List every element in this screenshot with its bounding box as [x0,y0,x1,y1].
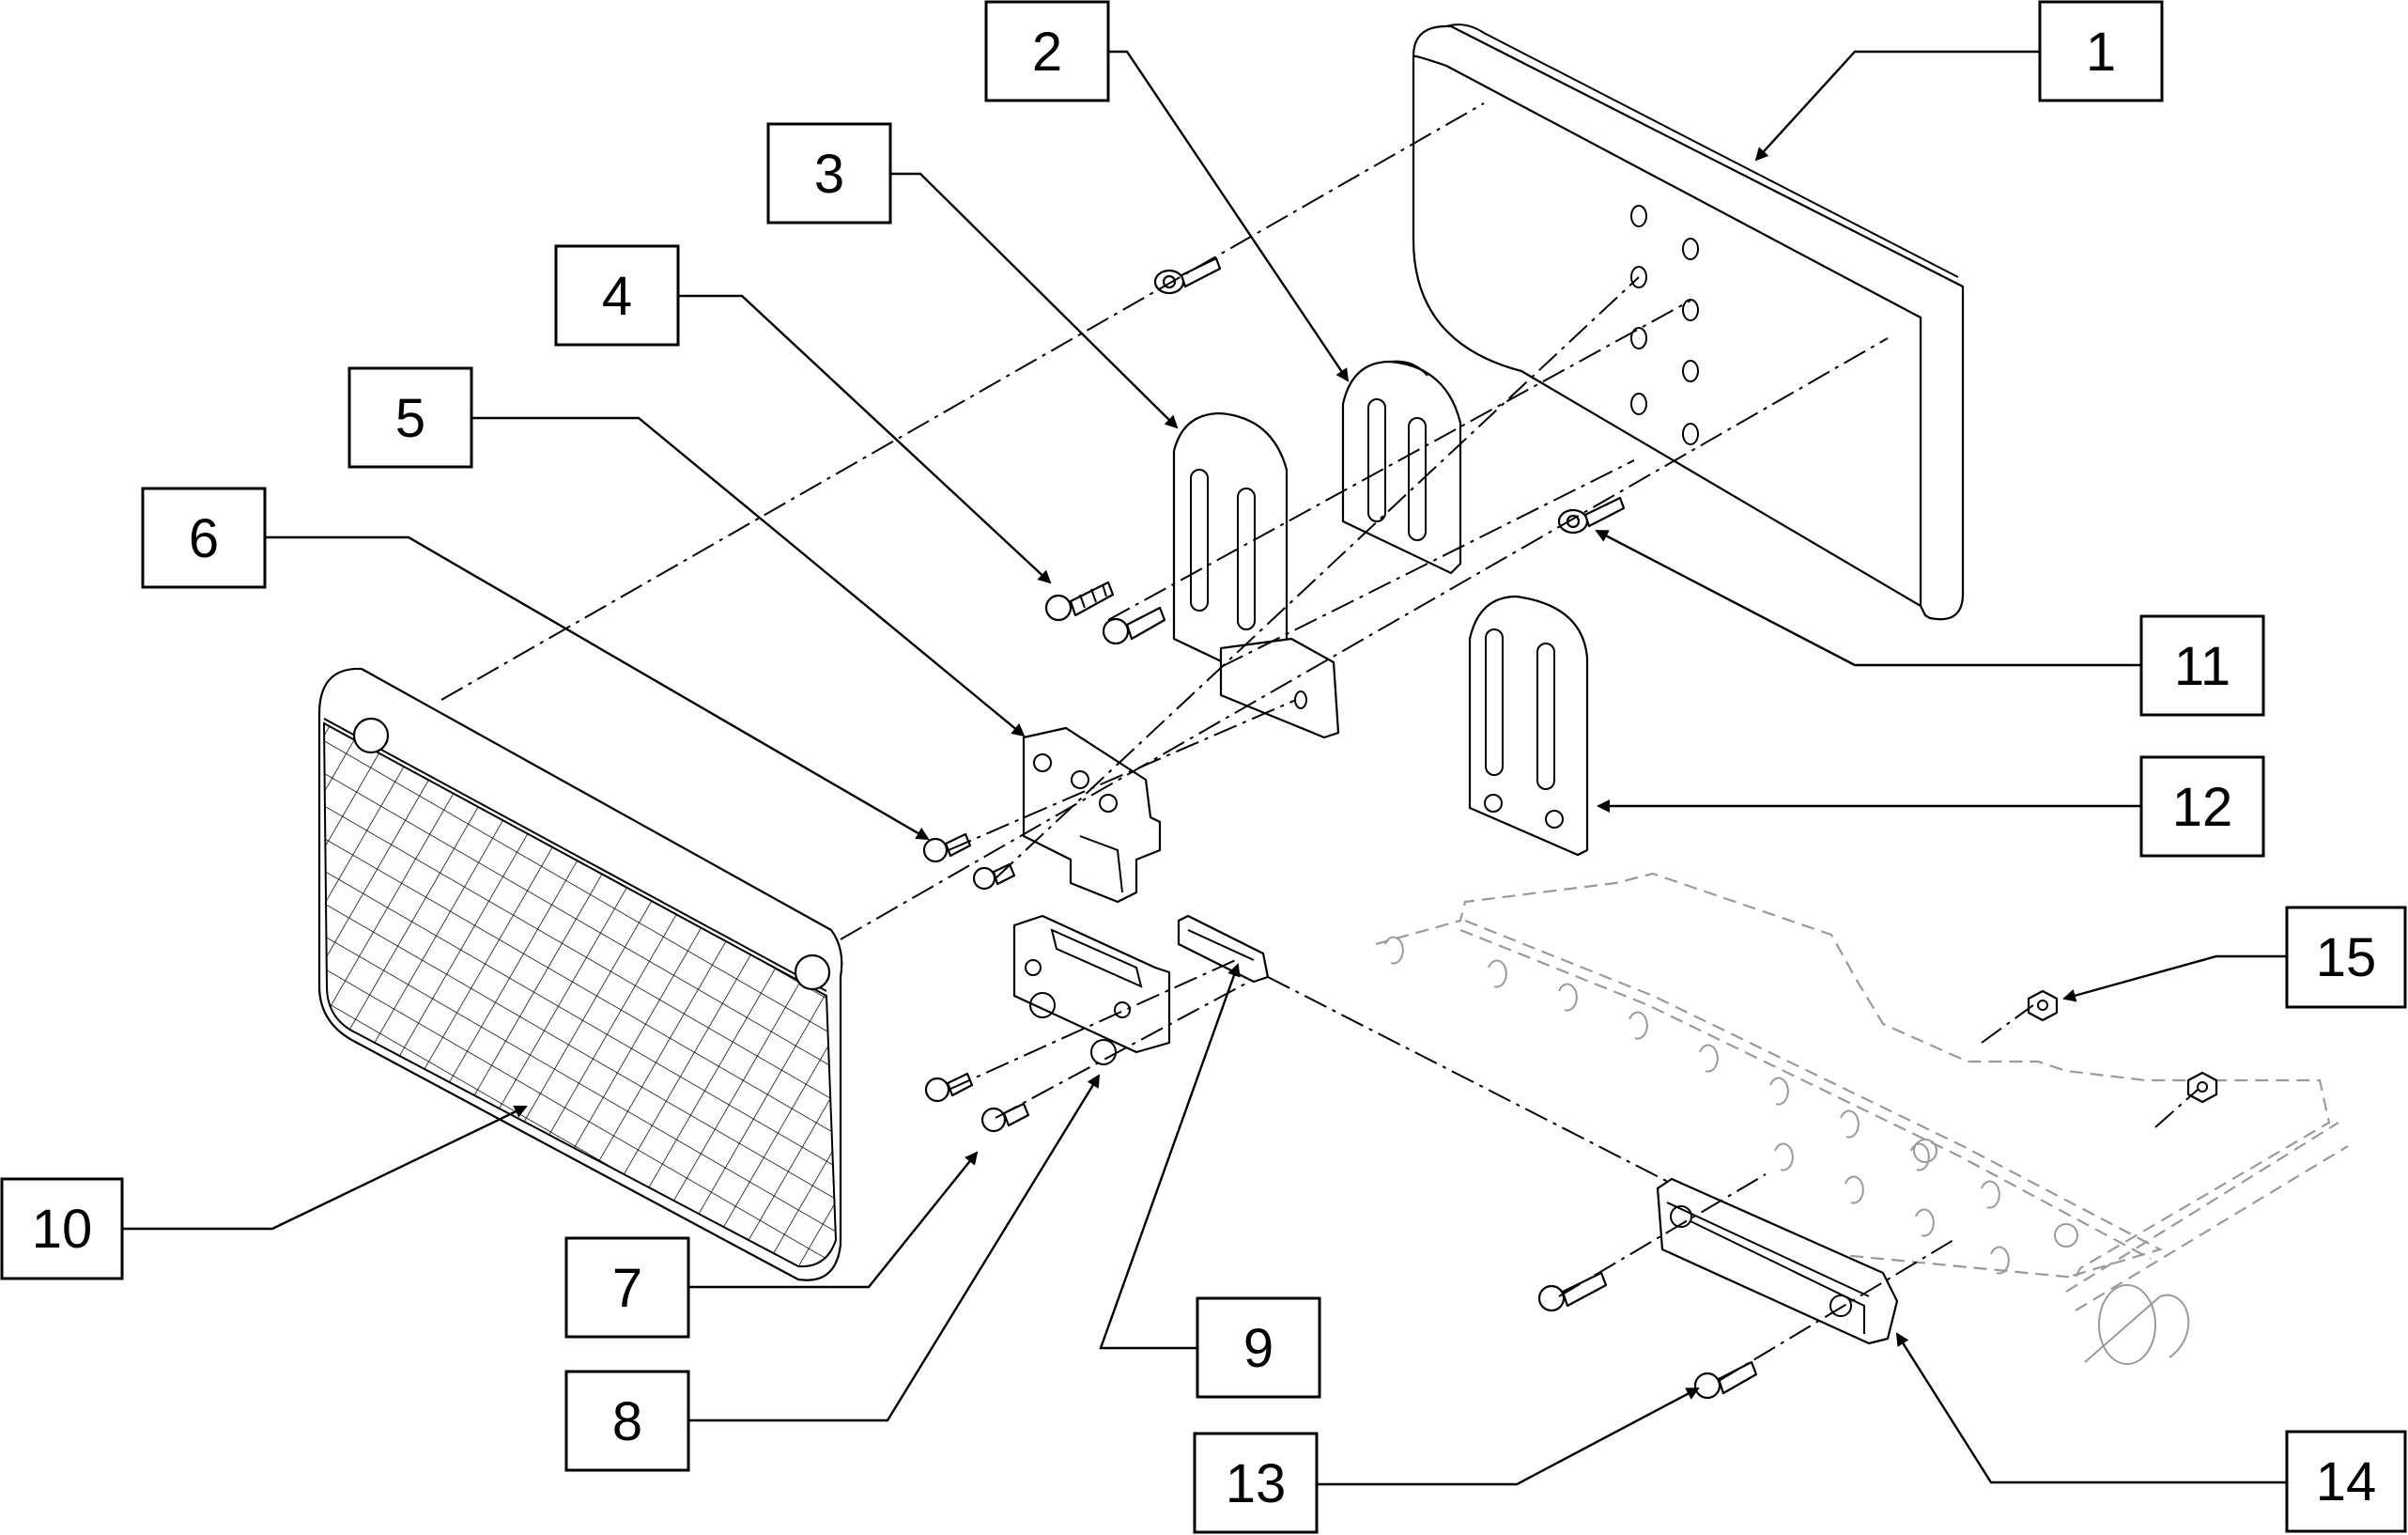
callout-11: 11 [2139,614,2265,717]
callout-7-label: 7 [612,1258,642,1319]
callout-15: 15 [2285,906,2407,1009]
callout-13: 13 [1193,1432,1319,1534]
screw-7b [980,1102,1030,1133]
rail-mount [1656,1177,1899,1345]
frame-outline [1375,872,2349,1365]
spacer-block [1177,914,1270,984]
callout-8: 8 [564,1370,690,1472]
nut-15b [2186,1071,2218,1104]
hinge-plate-side [1468,595,1589,857]
callout-4: 4 [554,244,680,347]
screw-4b [1102,606,1166,645]
screw-13a [1537,1271,1608,1312]
callout-9: 9 [1196,1296,1321,1399]
clamp-bracket [1022,726,1162,904]
screw-4a [1044,581,1115,622]
screw-13b [1693,1360,1758,1400]
callout-10-label: 10 [32,1199,93,1260]
screw-7a [924,1072,974,1103]
callout-4-label: 4 [602,266,632,327]
callout-11-label: 11 [2174,636,2230,697]
callout-2-label: 2 [1032,22,1062,83]
assembly-axes [440,102,2199,1382]
callout-12: 12 [2139,755,2265,858]
callout-10: 10 [0,1177,124,1280]
callout-3: 3 [766,122,892,225]
callout-6-label: 6 [189,508,219,569]
nut-15a [2027,989,2059,1022]
screw-11-upper [1153,256,1222,295]
callout-5: 5 [347,366,473,469]
back-plate [1412,23,1965,621]
hinge-plate-rear [1341,360,1462,575]
screw-6a [922,832,972,863]
callout-5-label: 5 [395,388,425,449]
callout-1-label: 1 [2086,22,2116,83]
leader-lines [122,50,2318,1486]
footplate [317,667,843,1281]
callout-14: 14 [2285,1430,2407,1533]
callout-7: 7 [564,1236,690,1339]
hinge-plate-front [1172,411,1340,739]
callout-8-label: 8 [612,1391,642,1452]
screw-6b [972,862,1016,891]
screw-11 [1557,496,1626,535]
callout-2: 2 [984,0,1110,102]
callout-1: 1 [2038,0,2164,102]
callout-12-label: 12 [2172,777,2233,838]
callout-3-label: 3 [814,144,844,205]
callout-6: 6 [141,487,267,589]
callout-9-label: 9 [1243,1318,1273,1379]
callout-14-label: 14 [2316,1451,2377,1512]
callout-15-label: 15 [2316,927,2377,988]
callout-13-label: 13 [1226,1453,1287,1514]
clamp-block [1012,914,1171,1065]
